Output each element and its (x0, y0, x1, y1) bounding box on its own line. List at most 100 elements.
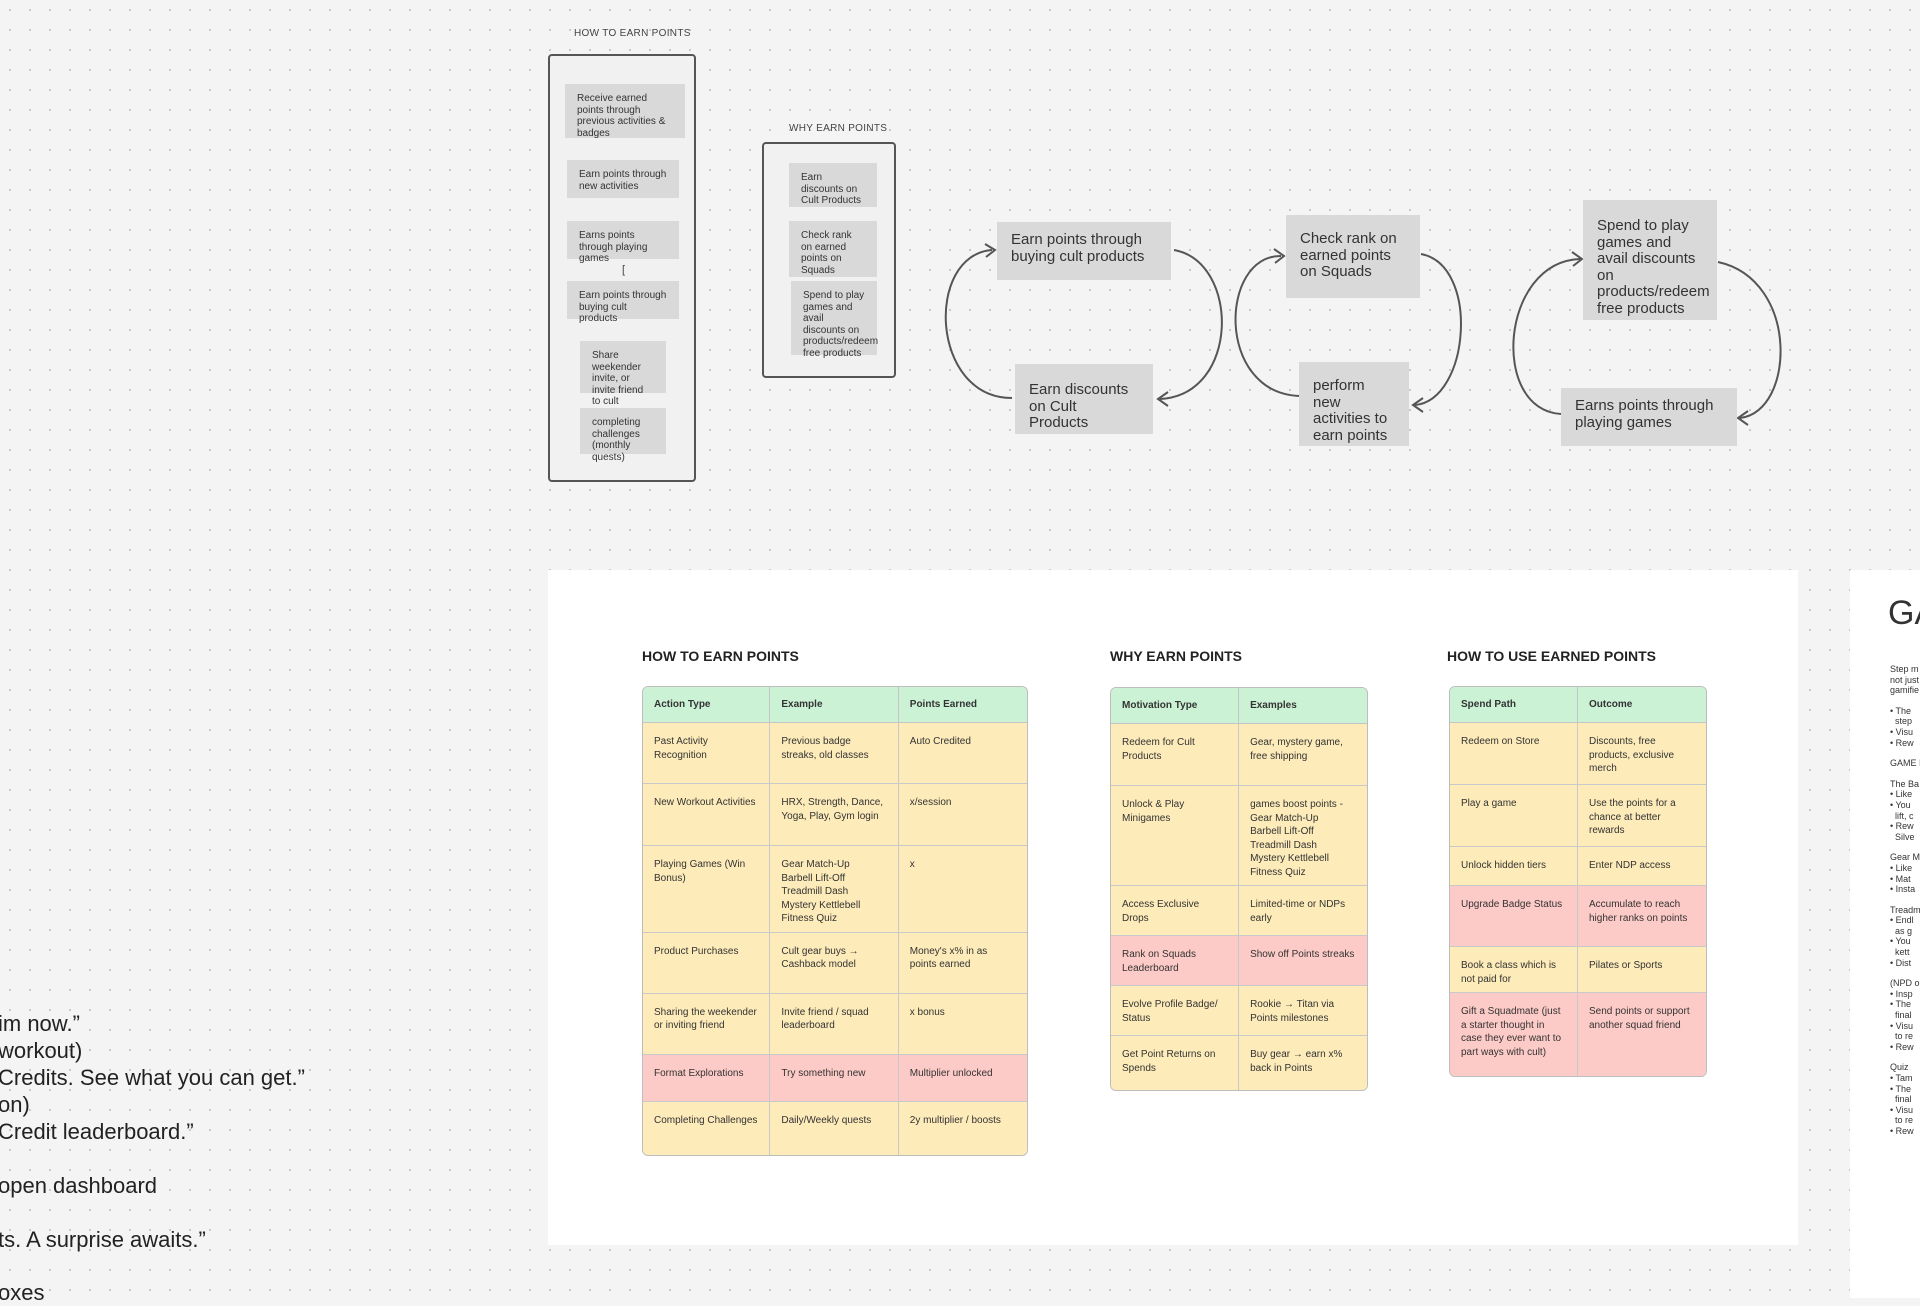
peek-line: final (1890, 1010, 1912, 1021)
loop1-bottom-card[interactable]: Earn discounts on Cult Products (1015, 364, 1153, 434)
loop3-top-card[interactable]: Spend to play games and avail discounts … (1583, 200, 1717, 320)
why-points-table: Motivation Type Examples Redeem for Cult… (1110, 687, 1368, 1091)
peek-line: Quiz (1890, 1062, 1909, 1073)
peek-line: • Mat (1890, 873, 1911, 884)
why-card[interactable]: Spend to play games and avail discounts … (791, 281, 878, 359)
table-cell: Show off Points streaks (1239, 936, 1367, 986)
peek-line: Silve (1890, 831, 1915, 842)
loop3-right-arrow (1717, 261, 1782, 419)
loop3-bottom-card[interactable]: Earns points through playing games (1561, 388, 1737, 446)
loop2-bottom-card[interactable]: perform new activities to earn points (1299, 362, 1409, 446)
peek-line: Treadm (1890, 904, 1920, 915)
why-card[interactable]: Check rank on earned points on Squads (789, 221, 877, 277)
column-header: Examples (1239, 688, 1367, 724)
earn-card[interactable]: Share weekender invite, or invite friend… (580, 341, 666, 407)
why-points-frame[interactable]: Earn discounts on Cult Products Check ra… (762, 142, 896, 378)
side-text: im now.” (0, 1011, 80, 1036)
earn-card[interactable]: Earns points through playing games (567, 221, 679, 264)
peek-line: Gear M (1890, 852, 1920, 863)
table-cell: Money's x% in as points earned (898, 932, 1027, 994)
table-cell: Completing Challenges (643, 1101, 771, 1155)
loop2-right-arrow (1414, 253, 1462, 406)
earn-card[interactable]: Earn points through new activities (567, 160, 679, 198)
table-cell: x bonus (898, 993, 1027, 1055)
table-cell: Enter NDP access (1577, 847, 1706, 886)
peek-line: GAME I (1890, 758, 1920, 769)
table-cell: Sharing the weekender or inviting friend (643, 993, 771, 1055)
table-cell: Format Explorations (643, 1054, 771, 1102)
table-cell: Unlock hidden tiers (1450, 847, 1578, 886)
peek-line: gamifie (1890, 685, 1920, 696)
peek-line: final (1890, 1094, 1912, 1105)
use-table-title: HOW TO USE EARNED POINTS (1447, 648, 1656, 664)
table-cell: x (898, 846, 1027, 933)
peek-line: • Like (1890, 789, 1913, 800)
peek-title: GA (1888, 594, 1920, 632)
earn-points-frame[interactable]: Receive earned points through previous a… (548, 54, 696, 482)
table-cell: Playing Games (Win Bonus) (643, 846, 771, 933)
table-cell: Product Purchases (643, 932, 771, 994)
peek-line: The Ba (1890, 778, 1920, 789)
loop2-top-card[interactable]: Check rank on earned points on Squads (1286, 215, 1420, 298)
table-cell: Daily/Weekly quests (770, 1101, 899, 1155)
peek-line: • Insta (1890, 884, 1916, 895)
table-cell: Upgrade Badge Status (1450, 886, 1578, 947)
peek-line: • The (1890, 999, 1911, 1010)
loop3-left-arrow (1512, 258, 1581, 415)
peek-line: kett (1890, 947, 1910, 958)
peek-line: (NPD o (1890, 978, 1920, 989)
peek-line: Step m (1890, 664, 1919, 674)
table-cell: games boost points - Gear Match-Up Barbe… (1239, 786, 1367, 886)
loop1-top-card[interactable]: Earn points through buying cult products (997, 222, 1171, 280)
table-cell: Unlock & Play Minigames (1111, 786, 1240, 886)
peek-line: as g (1890, 925, 1913, 936)
side-text: ts. A surprise awaits.” (0, 1227, 206, 1252)
side-text: Credit leaderboard.” (0, 1119, 194, 1144)
peek-line: • Visu (1890, 726, 1913, 737)
table-row: Playing Games (Win Bonus)Gear Match-Up B… (643, 846, 1027, 933)
column-header: Motivation Type (1111, 688, 1240, 724)
side-text: Credits. See what you can get.” (0, 1065, 305, 1090)
peek-line: • Rew (1890, 737, 1914, 748)
peek-line: • You (1890, 799, 1911, 810)
side-text: workout) (0, 1038, 83, 1063)
peek-line: to re (1890, 1115, 1914, 1126)
peek-line: • Like (1890, 862, 1913, 873)
earn-card[interactable]: Earn points through buying cult products (567, 281, 679, 324)
earn-frame-caption: HOW TO EARN POINTS (574, 28, 691, 39)
peek-line: • Rew (1890, 1125, 1914, 1136)
table-cell: Gear, mystery game, free shipping (1239, 724, 1367, 786)
why-card[interactable]: Earn discounts on Cult Products (789, 163, 877, 207)
earn-card[interactable]: Receive earned points through previous a… (565, 84, 685, 139)
table-cell: New Workout Activities (643, 784, 771, 846)
table-cell: Play a game (1450, 785, 1578, 847)
peek-line: • Dist (1890, 957, 1912, 968)
table-cell: x/session (898, 784, 1027, 846)
why-frame-caption: WHY EARN POINTS (789, 123, 888, 134)
table-cell: Gear Match-Up Barbell Lift-Off Treadmill… (770, 846, 899, 933)
loop-arrows (944, 243, 1782, 426)
peek-line: • Rew (1890, 1041, 1914, 1052)
table-row: Gift a Squadmate (just a starter thought… (1450, 993, 1706, 1076)
table-cell: Past Activity Recognition (643, 723, 771, 784)
table-cell: Buy gear → earn x% back in Points (1239, 1036, 1367, 1090)
loop1-right-arrow (1159, 249, 1223, 400)
earn-card[interactable]: completing challenges (monthly quests) (580, 408, 666, 463)
peek-line: lift, c (1890, 810, 1914, 821)
table-cell: Book a class which is not paid for (1450, 947, 1578, 993)
column-header: Spend Path (1450, 687, 1578, 723)
peek-line: • Endl (1890, 915, 1914, 926)
peek-line: step (1890, 716, 1913, 727)
table-cell: Rookie → Titan via Points milestones (1239, 986, 1367, 1036)
